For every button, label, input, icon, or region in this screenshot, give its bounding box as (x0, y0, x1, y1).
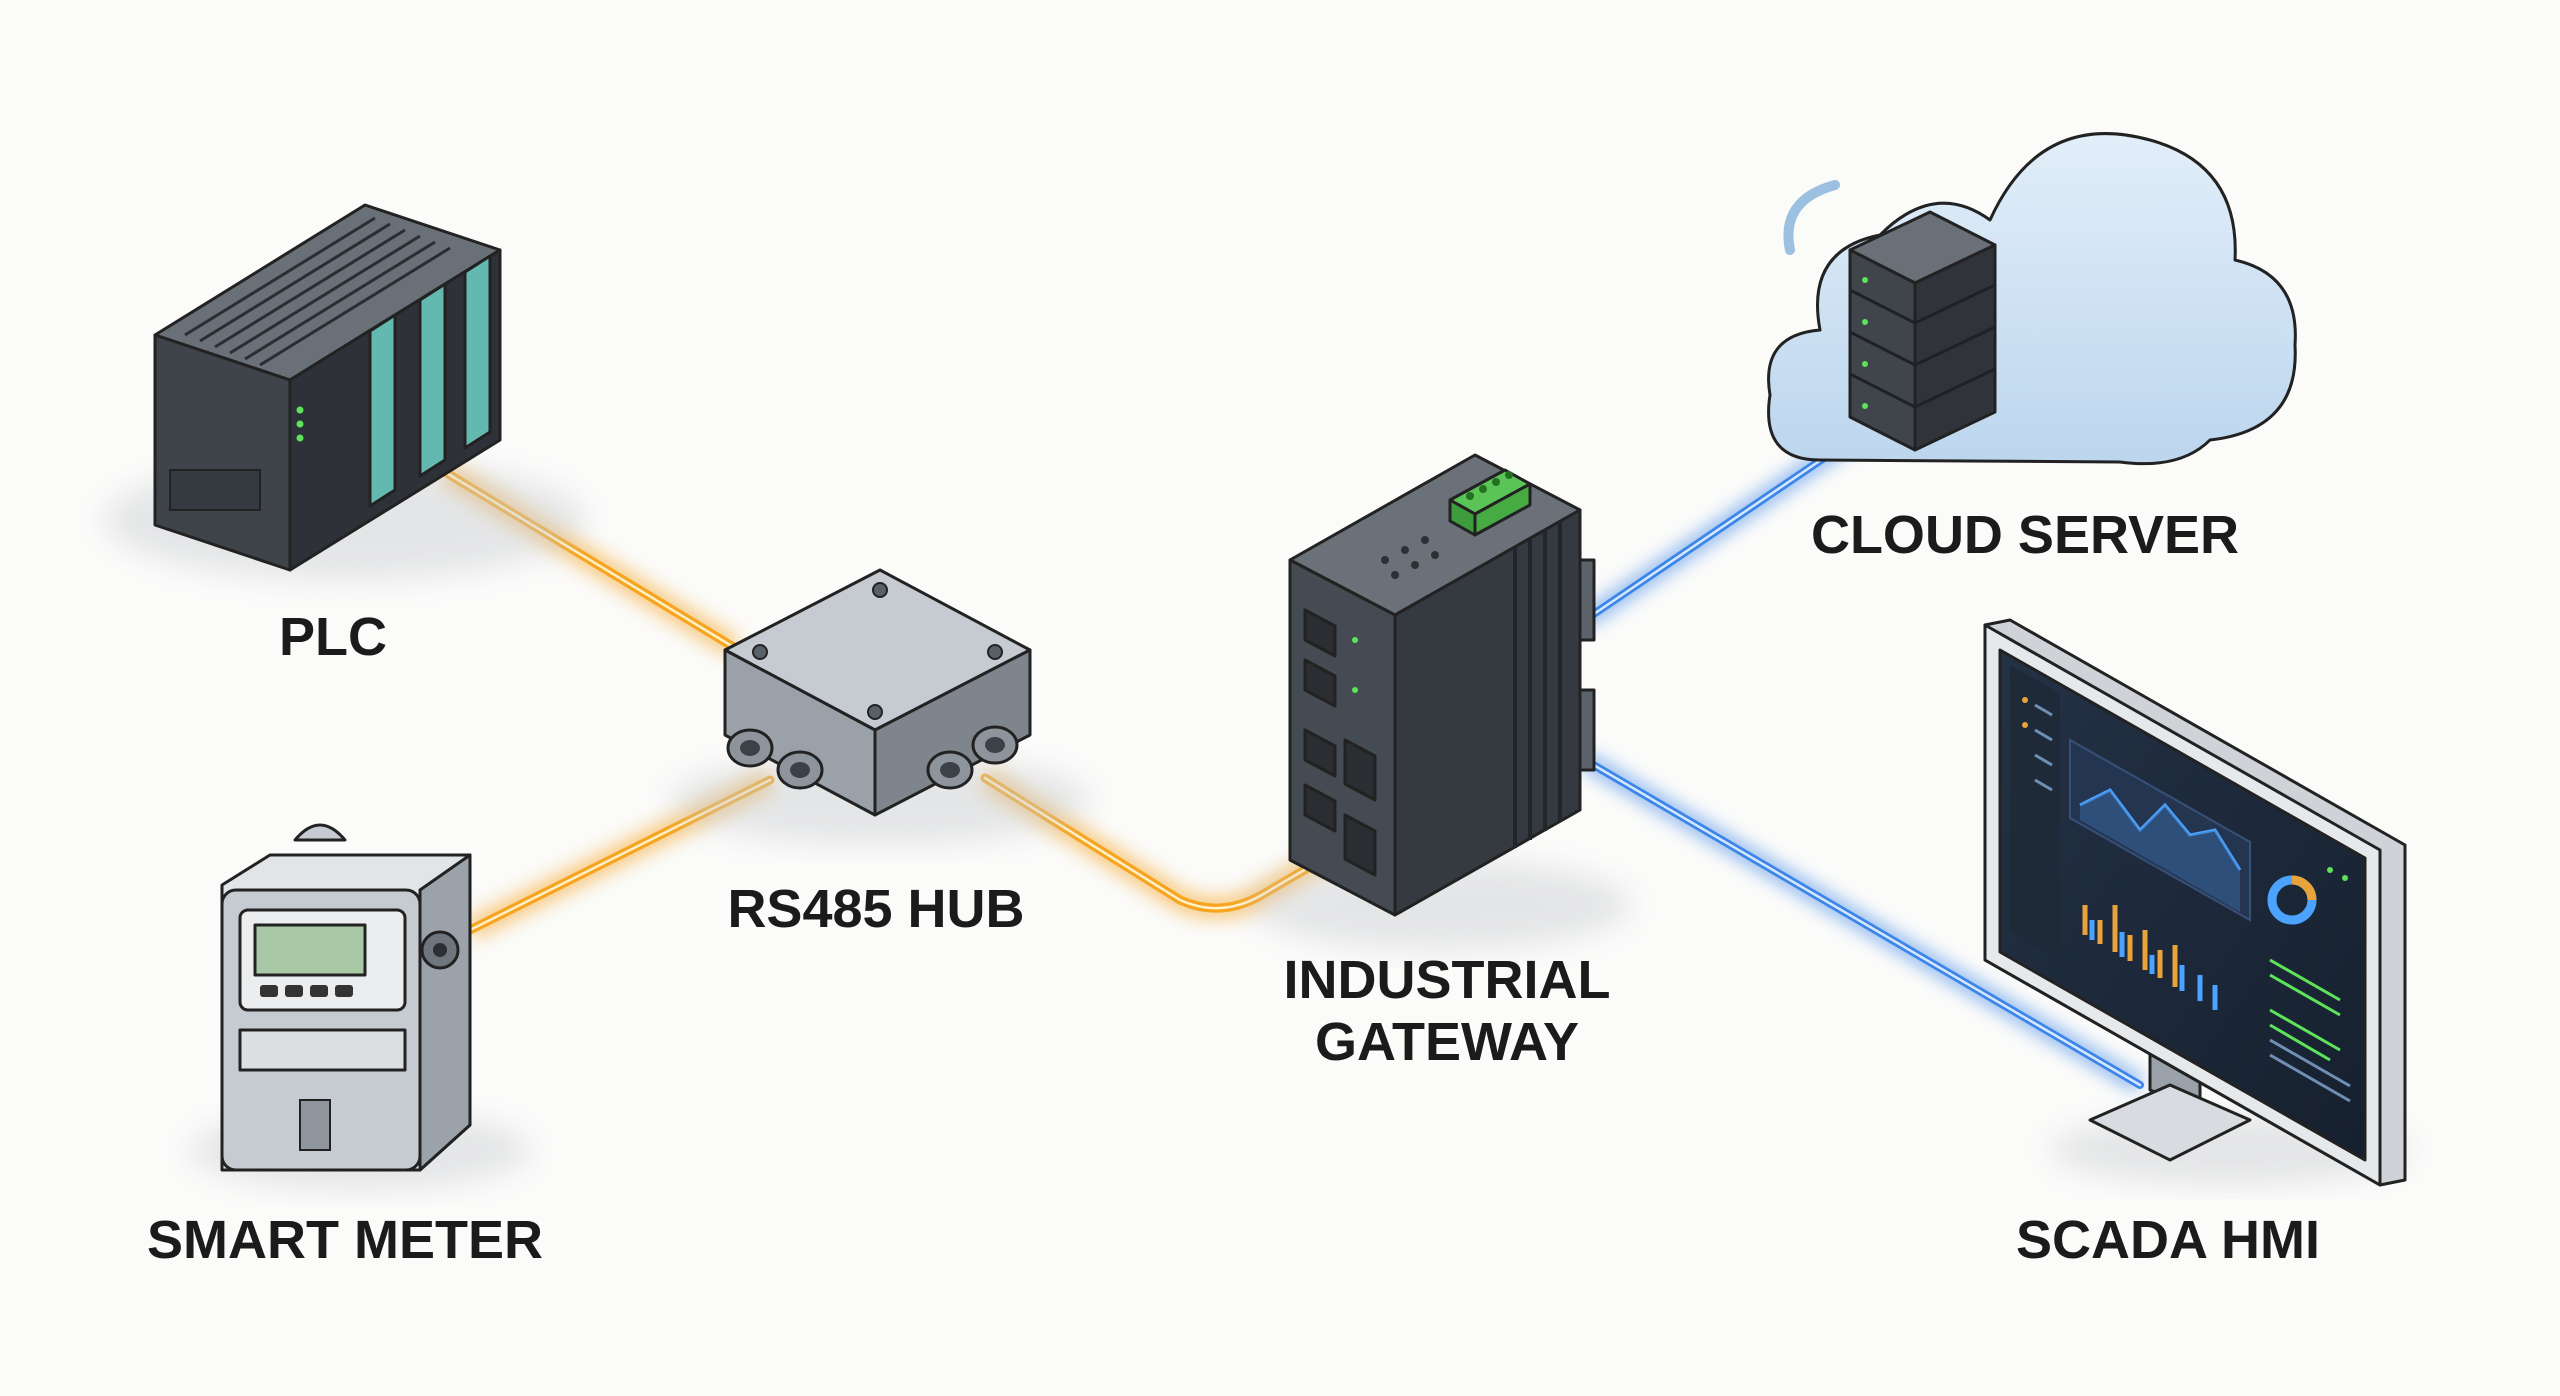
smart-meter-label: SMART METER (147, 1210, 543, 1270)
scada-hmi-device (1983, 618, 2410, 1187)
scada-hmi-label: SCADA HMI (2016, 1210, 2320, 1270)
plc-label: PLC (279, 607, 387, 667)
plc-device (105, 203, 585, 580)
connection-gateway-hmi (1579, 751, 2146, 1094)
cloud-server-device (1767, 132, 2297, 466)
gateway-label-line2: GATEWAY (1315, 1012, 1579, 1072)
rs485-hub-device (670, 568, 1090, 845)
smart-meter-device (190, 823, 530, 1190)
rs485-hub-label: RS485 HUB (727, 879, 1024, 939)
gateway-label-line1: INDUSTRIAL (1284, 950, 1611, 1010)
cloud-server-label: CLOUD SERVER (1811, 505, 2239, 565)
industrial-gateway-device (1250, 453, 1630, 950)
